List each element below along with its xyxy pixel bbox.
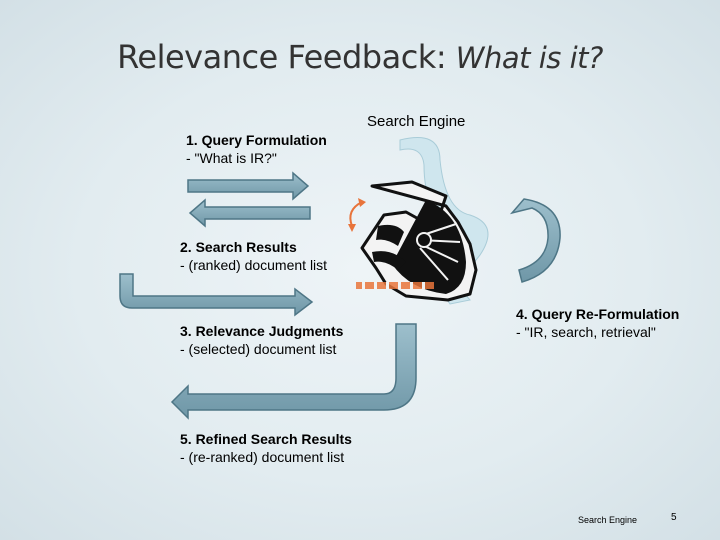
step-1-detail: - "What is IR?" — [186, 150, 277, 166]
title-main: Relevance Feedback: — [117, 38, 447, 76]
step-relevance-judgments: 3. Relevance Judgments - (selected) docu… — [180, 322, 343, 358]
step-2-heading: 2. Search Results — [180, 239, 297, 255]
search-engine-label: Search Engine — [367, 113, 466, 130]
step-query-formulation: 1. Query Formulation - "What is IR?" — [186, 131, 327, 167]
rotation-arrow-icon — [348, 198, 366, 232]
step-query-reformulation: 4. Query Re-Formulation - "IR, search, r… — [516, 305, 679, 341]
step-5-heading: 5. Refined Search Results — [180, 431, 352, 447]
page-number: 5 — [671, 512, 677, 523]
step-2-detail: - (ranked) document list — [180, 257, 328, 273]
step-1-heading: 1. Query Formulation — [186, 132, 327, 148]
slide-title: Relevance Feedback: What is it? — [0, 38, 720, 76]
arrow-judgments-right — [119, 273, 314, 317]
step-4-heading: 4. Query Re-Formulation — [516, 306, 680, 322]
step-search-results: 2. Search Results - (ranked) document li… — [180, 238, 327, 274]
title-sub: What is it? — [455, 41, 604, 75]
arrow-query-right — [187, 171, 310, 201]
step-refined-results: 5. Refined Search Results - (re-ranked) … — [180, 430, 352, 466]
step-5-detail: - (re-ranked) document list — [180, 449, 345, 465]
arrow-results-left — [188, 198, 311, 228]
satellite-dish-icon — [356, 180, 478, 302]
footer-text: Search Engine — [578, 515, 638, 525]
step-4-detail: - "IR, search, retrieval" — [516, 324, 656, 340]
arrow-reformulation-curve — [509, 198, 561, 283]
step-3-detail: - (selected) document list — [180, 341, 337, 357]
step-3-heading: 3. Relevance Judgments — [180, 323, 344, 339]
arrow-refined-left — [170, 323, 417, 420]
